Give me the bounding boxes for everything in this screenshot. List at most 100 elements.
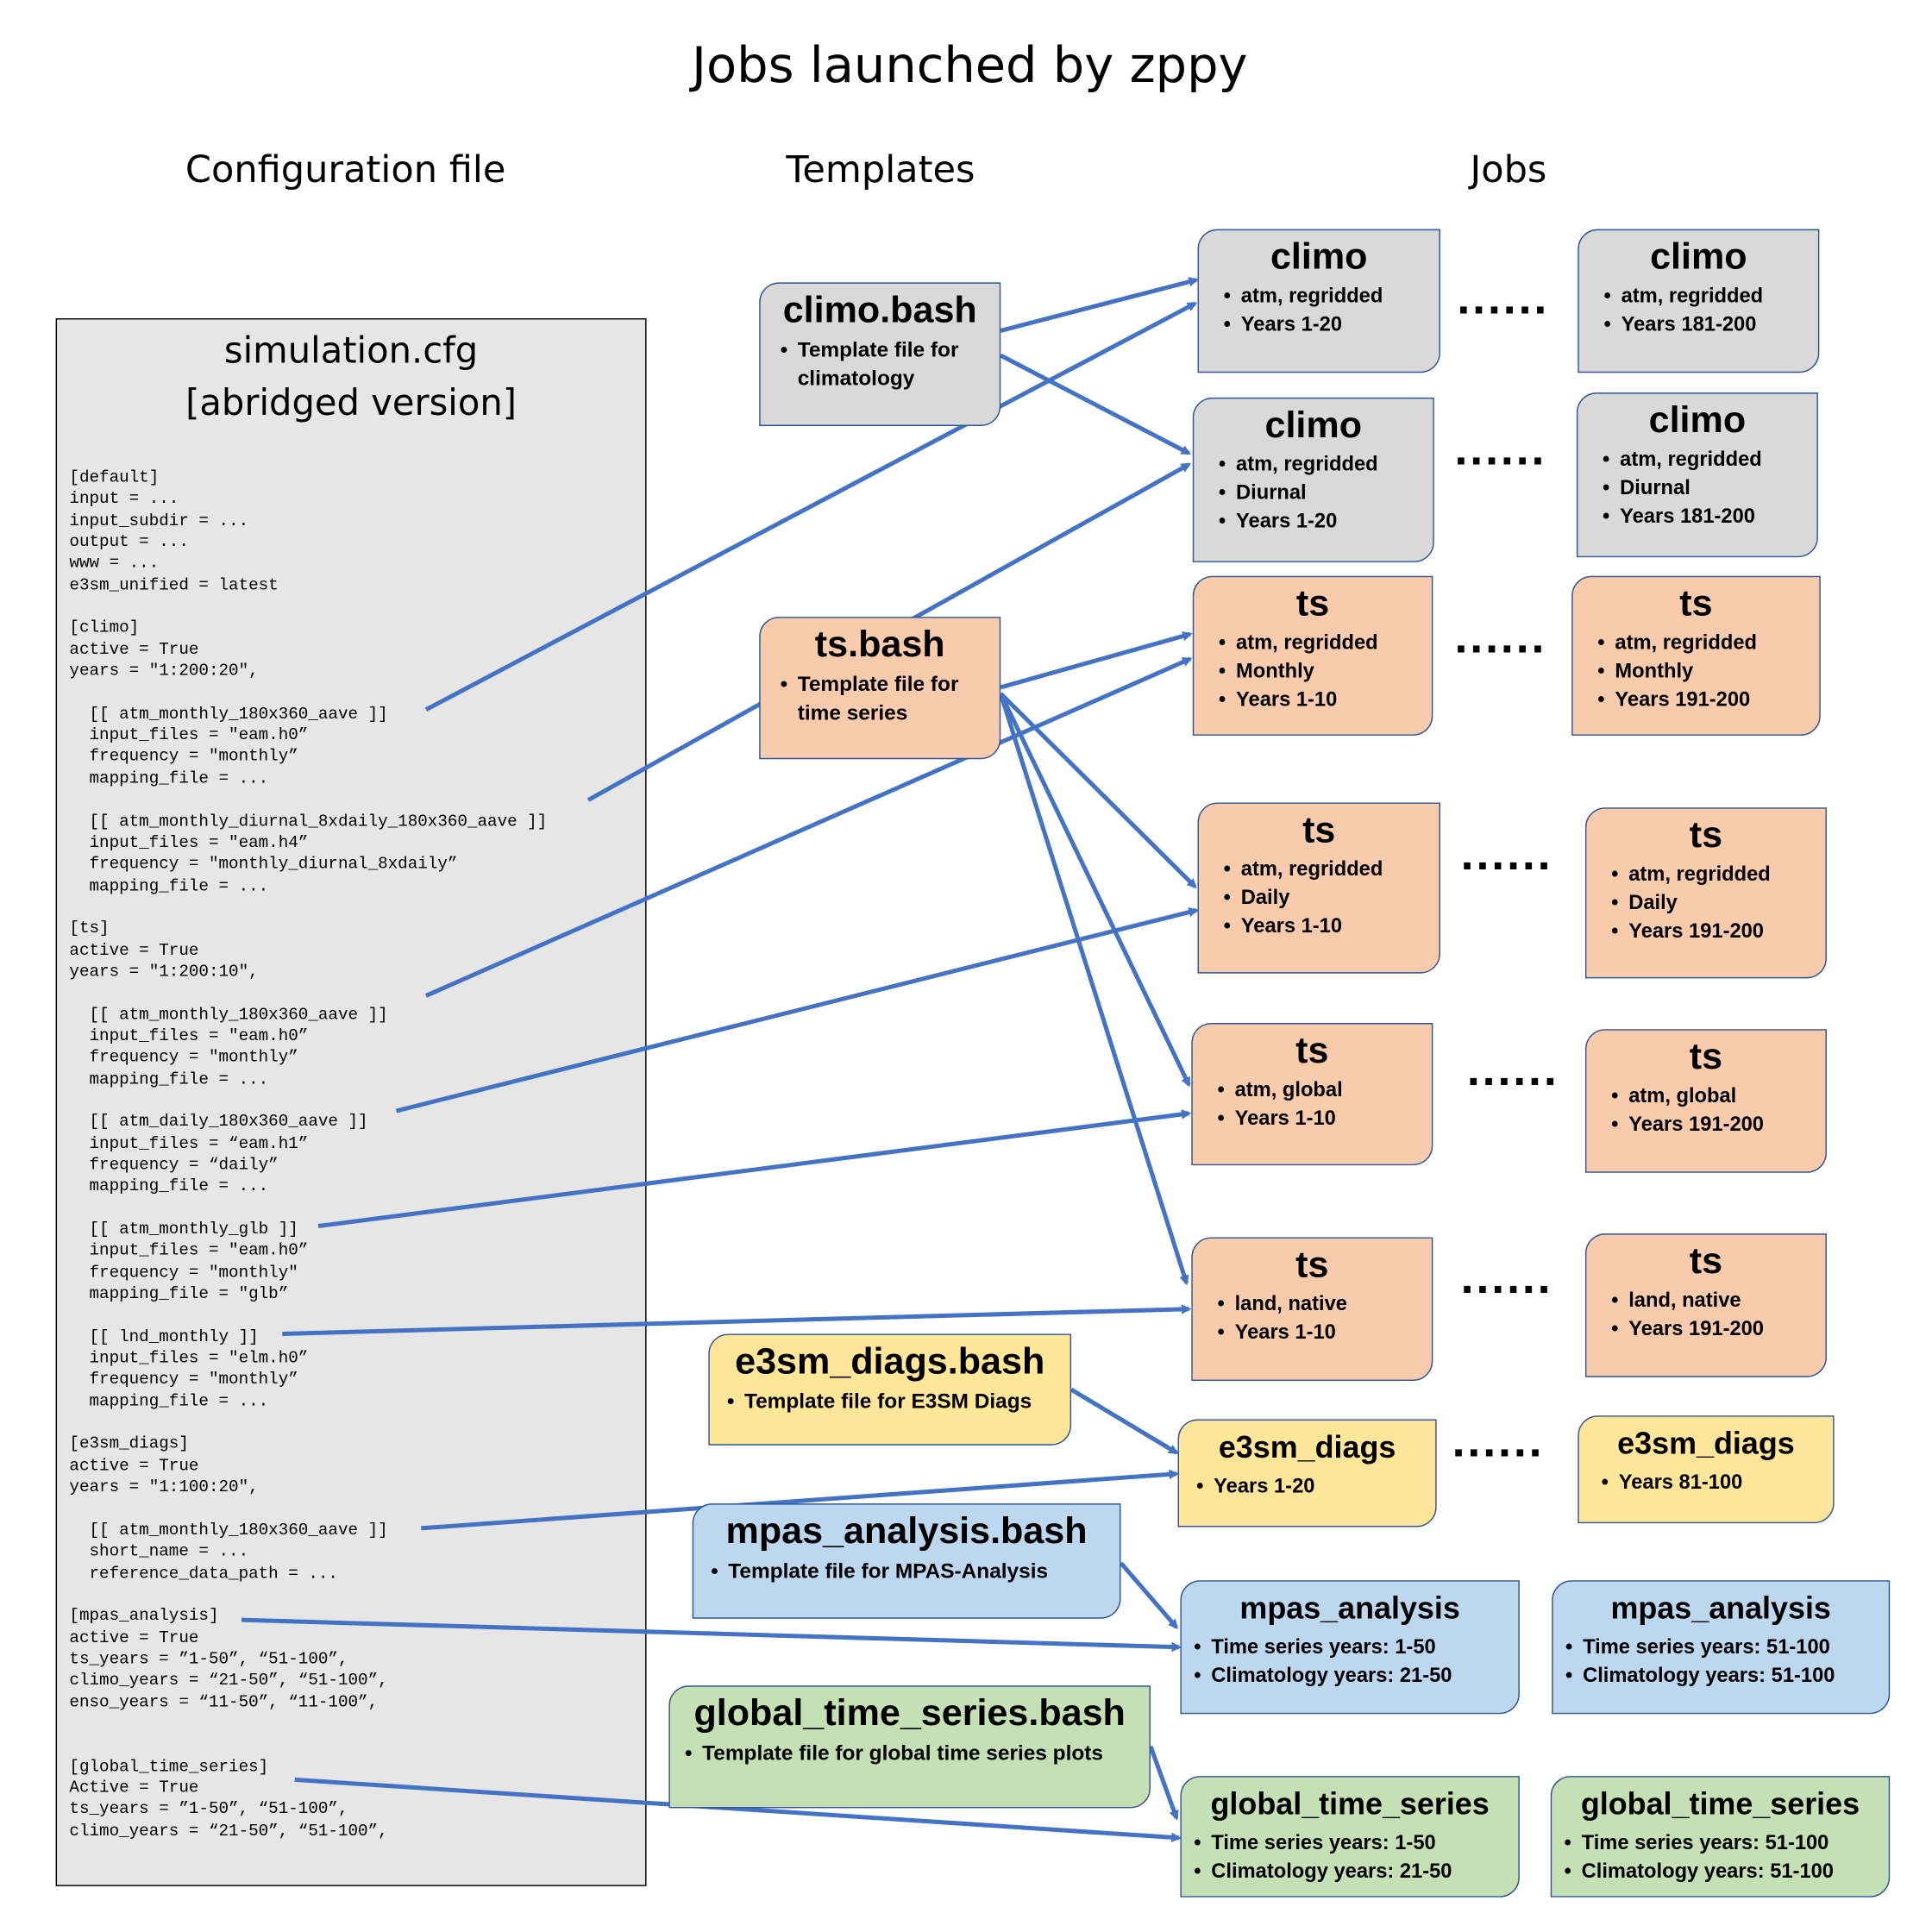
job-global-time-series[interactable]: global_time_seriesTime series years: 51-…	[1550, 1776, 1891, 1898]
job-e3sm-diags[interactable]: e3sm_diagsYears 1-20	[1177, 1419, 1437, 1527]
box-bullet: atm, regridded	[1224, 856, 1432, 884]
job-climo[interactable]: climoatm, regriddedYears 1-20	[1197, 229, 1440, 373]
box-bullet: Time series years: 51-100	[1565, 1634, 1881, 1662]
job-ts[interactable]: tsland, nativeYears 191-200	[1584, 1233, 1827, 1377]
header-jobs: Jobs	[1470, 148, 1547, 192]
config-line: frequency = "monthly”	[69, 1371, 298, 1390]
job-ts[interactable]: tsatm, regriddedDailyYears 1-10	[1197, 802, 1440, 974]
box-title: e3sm_diags	[1218, 1430, 1396, 1465]
box-title: climo	[1648, 399, 1747, 442]
ellipsis: ......	[1459, 1259, 1552, 1303]
job-global-time-series[interactable]: global_time_seriesTime series years: 1-5…	[1180, 1776, 1520, 1898]
box-bullet: Years 1-10	[1224, 913, 1432, 941]
box-bullets: atm, regriddedMonthlyYears 191-200	[1593, 629, 1812, 714]
ellipsis: ......	[1466, 1051, 1559, 1095]
box-bullet: Years 1-10	[1219, 686, 1424, 714]
box-bullet: Years 191-200	[1611, 918, 1818, 946]
config-line: input_subdir = ...	[69, 512, 249, 531]
box-bullet: Years 1-20	[1196, 1472, 1427, 1501]
box-bullets: Years 81-100	[1596, 1469, 1826, 1497]
box-bullets: Template file for global time series plo…	[680, 1739, 1142, 1767]
box-bullet: Years 1-20	[1224, 310, 1432, 339]
box-title: ts	[1689, 1240, 1723, 1283]
job-climo[interactable]: climoatm, regriddedYears 181-200	[1578, 229, 1820, 373]
box-bullets: Time series years: 51-100Climatology yea…	[1559, 1829, 1881, 1886]
job-mpas-analysis[interactable]: mpas_analysisTime series years: 51-100Cl…	[1552, 1580, 1891, 1715]
job-e3sm-diags[interactable]: e3sm_diagsYears 81-100	[1578, 1415, 1835, 1524]
config-line: [mpas_analysis]	[69, 1608, 219, 1627]
connector-arrow	[395, 906, 1199, 1113]
template-e3sm-diags-bash[interactable]: e3sm_diags.bashTemplate file for E3SM Di…	[708, 1333, 1072, 1446]
config-line: [default]	[69, 469, 160, 488]
box-bullet: atm, global	[1611, 1082, 1818, 1111]
config-line: input = ...	[69, 491, 179, 510]
config-line: frequency = “daily”	[69, 1157, 279, 1176]
box-bullet: Climatology years: 51-100	[1565, 1858, 1881, 1886]
box-bullet: land, native	[1217, 1290, 1425, 1319]
connector-arrow	[317, 1109, 1192, 1229]
diagram-title: Jobs launched by zppy	[692, 37, 1248, 95]
job-ts[interactable]: tsatm, regriddedDailyYears 191-200	[1584, 807, 1827, 979]
box-bullets: Template file for E3SM Diags	[722, 1387, 1063, 1415]
job-ts[interactable]: ts atm, regriddedMonthlyYears 1-10	[1192, 575, 1433, 736]
config-line: [global_time_series]	[69, 1758, 269, 1777]
job-mpas-analysis[interactable]: mpas_analysisTime series years: 1-50Clim…	[1180, 1580, 1520, 1715]
connector-arrow	[241, 1617, 1182, 1653]
ellipsis: ......	[1453, 430, 1546, 474]
template-climo-bash[interactable]: climo.bashTemplate file for climatology	[759, 282, 1001, 426]
config-line: frequency = "monthly”	[69, 1049, 298, 1069]
box-bullets: atm, regriddedYears 1-20	[1219, 282, 1432, 339]
connector-arrow	[998, 693, 1189, 1286]
template-ts-bash[interactable]: ts.bashTemplate file for time series	[759, 617, 1001, 760]
config-line: active = True	[69, 1629, 199, 1648]
config-file-name: simulation.cfg	[223, 329, 479, 372]
box-title: climo.bash	[782, 290, 977, 331]
connector-arrow	[998, 693, 1191, 1088]
box-title: ts	[1295, 583, 1330, 624]
config-line: climo_years = “21-50”, “51-100”,	[69, 1822, 388, 1841]
config-line: years = "1:200:10",	[69, 963, 259, 982]
template-global-time-series-bash[interactable]: global_time_series.bashTemplate file for…	[668, 1685, 1151, 1809]
box-bullet: Years 1-10	[1217, 1105, 1425, 1133]
job-climo[interactable]: climoatm, regriddedDiurnalYears 181-200	[1576, 392, 1818, 558]
box-bullet: Template file for time series	[781, 670, 992, 727]
connector-arrow	[1000, 277, 1199, 333]
job-ts[interactable]: tsatm, globalYears 191-200	[1584, 1029, 1827, 1173]
box-bullets: atm, regriddedDailyYears 191-200	[1606, 861, 1818, 946]
config-line: reference_data_path = ...	[69, 1565, 338, 1584]
box-bullet: Template file for E3SM Diags	[727, 1387, 1063, 1415]
job-ts[interactable]: tsatm, globalYears 1-10	[1191, 1023, 1433, 1166]
box-bullet: atm, regridded	[1611, 861, 1818, 889]
ellipsis: ......	[1453, 618, 1546, 663]
config-line: years = "1:200:20",	[69, 662, 259, 681]
box-bullet: Monthly	[1219, 657, 1424, 686]
box-bullets: atm, regriddedYears 181-200	[1599, 282, 1811, 339]
template-mpas-analysis-bash[interactable]: mpas_analysis.bashTemplate file for MPAS…	[692, 1503, 1121, 1619]
box-title: global_time_series	[1580, 1787, 1860, 1822]
box-title: climo	[1270, 236, 1368, 278]
box-bullets: Template file for MPAS-Analysis	[706, 1557, 1112, 1585]
config-line: [[ lnd_monthly ]]	[69, 1328, 259, 1347]
box-bullet: Years 181-200	[1603, 503, 1810, 531]
config-line: input_files = "eam.h0”	[69, 727, 309, 746]
job-climo[interactable]: climoatm, regriddedDiurnalYears 1-20	[1192, 397, 1434, 562]
header-templates: Templates	[786, 148, 975, 192]
config-line: active = True	[69, 942, 199, 961]
box-title: mpas_analysis	[1239, 1591, 1460, 1627]
config-line: [[ atm_monthly_180x360_aave ]]	[69, 1006, 388, 1026]
connector-arrow	[1070, 1387, 1179, 1455]
job-ts[interactable]: tsland, nativeYears 1-10	[1191, 1237, 1433, 1382]
box-bullets: Years 1-20	[1191, 1472, 1427, 1501]
box-bullets: Template file for climatology	[775, 336, 992, 392]
job-ts[interactable]: tsatm, regriddedMonthlyYears 191-200	[1571, 575, 1821, 736]
config-line: enso_years = “11-50”, “11-100”,	[69, 1693, 379, 1713]
box-bullets: atm, regriddedMonthlyYears 1-10	[1214, 629, 1424, 714]
config-line: frequency = "monthly”	[69, 748, 298, 768]
box-bullet: atm, global	[1217, 1076, 1425, 1105]
connector-arrow	[1148, 1745, 1179, 1821]
box-bullet: atm, regridded	[1603, 446, 1810, 474]
box-title: global_time_series	[1210, 1787, 1490, 1822]
box-bullet: Time series years: 51-100	[1565, 1829, 1881, 1858]
connector-arrow	[424, 656, 1193, 998]
